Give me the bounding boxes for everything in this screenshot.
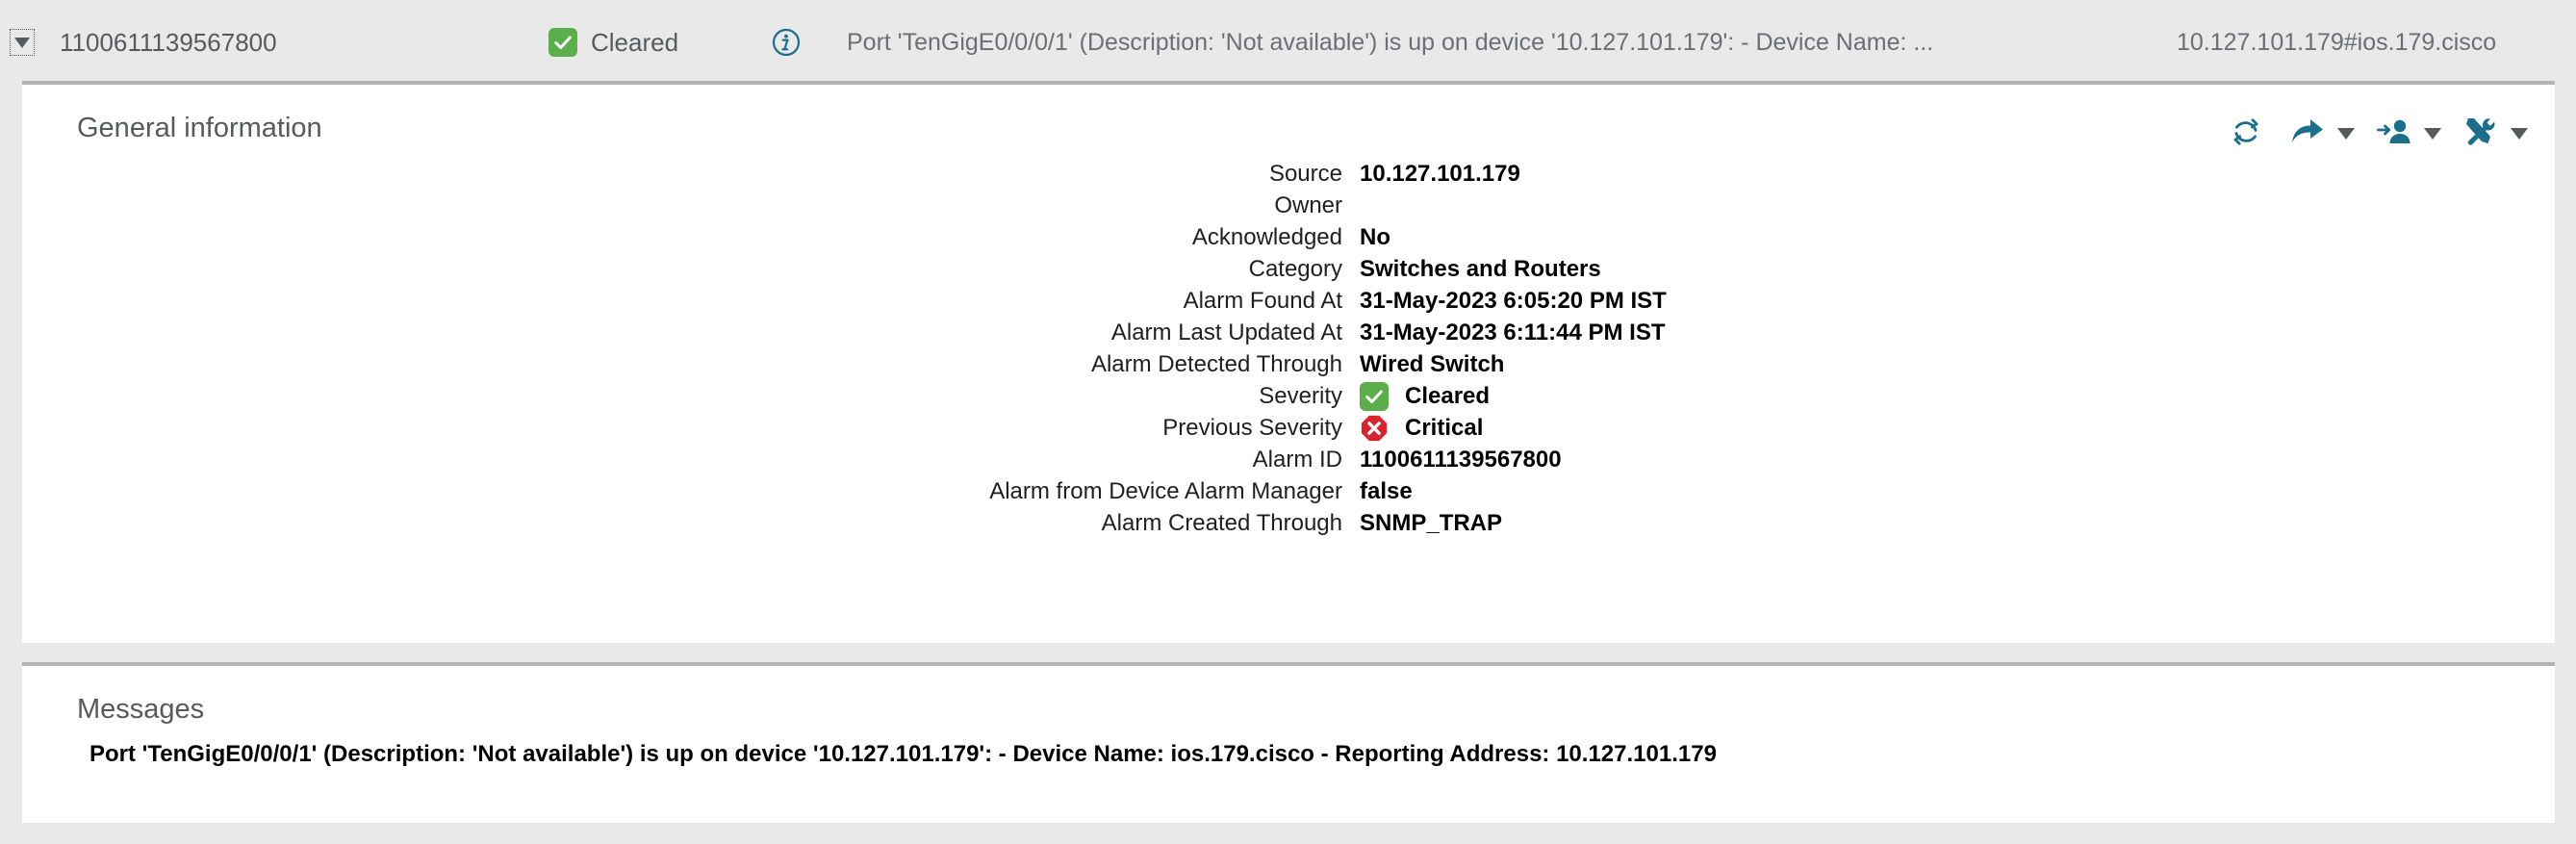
detail-value: Wired Switch [1360,351,1504,378]
assign-user-action[interactable] [2355,112,2441,152]
detail-value-text: 10.127.101.179 [1360,160,1520,187]
info-cell[interactable] [770,26,803,59]
detail-value: Critical [1360,414,1483,443]
check-square-icon [1360,381,1389,411]
detail-value-text: SNMP_TRAP [1360,509,1503,536]
detail-row: Severity Cleared [22,380,2555,412]
messages-title: Messages [77,694,205,725]
x-octagon-icon [1360,414,1389,443]
detail-value-text: Wired Switch [1360,350,1505,377]
detail-row: Alarm Created Through SNMP_TRAP [22,507,2555,539]
alarm-id-cell: 1100611139567800 [60,27,277,57]
detail-label: Source [1268,160,1342,187]
chevron-down-icon[interactable] [2337,127,2355,140]
detail-label: Alarm Detected Through [1090,350,1342,377]
detail-value: No [1360,224,1390,251]
chevron-down-icon[interactable] [2424,127,2441,140]
detail-label: Alarm Created Through [1101,509,1342,536]
collapse-row-button[interactable] [10,29,35,56]
detail-label: Category [1248,255,1342,282]
detail-value: 1100611139567800 [1360,447,1562,473]
detail-value: false [1360,478,1413,505]
detail-row: Alarm ID 1100611139567800 [22,444,2555,475]
panel-separator [0,643,2576,662]
detail-value: 31-May-2023 6:11:44 PM IST [1360,320,1666,346]
detail-row: Alarm Found At 31-May-2023 6:05:20 PM IST [22,285,2555,317]
message-text: Port 'TenGigE0/0/0/1' (Description: 'Not… [89,741,1717,767]
messages-panel: Messages Port 'TenGigE0/0/0/1' (Descript… [22,662,2555,823]
detail-row: Category Switches and Routers [22,253,2555,285]
detail-value-text: 1100611139567800 [1360,446,1562,473]
detail-value-text: false [1360,477,1413,504]
detail-label: Alarm Last Updated At [1110,319,1342,345]
right-gutter [2555,85,2576,844]
alarm-summary-row[interactable]: 1100611139567800 Cleared Port 'TenGigE0/… [0,0,2576,85]
detail-value: SNMP_TRAP [1360,510,1502,537]
assign-user-icon[interactable] [2372,112,2416,152]
alarm-message-cell: Port 'TenGigE0/0/0/1' (Description: 'Not… [847,28,1934,56]
detail-value: Cleared [1360,381,1491,411]
triangle-down-icon [14,37,30,48]
detail-label: Alarm Found At [1183,287,1342,314]
detail-label: Alarm ID [1252,446,1342,473]
detail-value-text: Cleared [1405,382,1491,409]
detail-label: Alarm from Device Alarm Manager [989,477,1342,504]
refresh-action[interactable] [2206,112,2268,152]
detail-row: Source 10.127.101.179 [22,158,2555,190]
detail-label: Owner [1274,192,1342,218]
detail-row: Acknowledged No [22,221,2555,253]
panel-action-bar [2206,112,2528,152]
device-cell: 10.127.101.179#ios.179.cisco [2177,28,2497,56]
detail-label: Severity [1259,382,1342,409]
severity-cell: Cleared [548,28,678,58]
detail-value-text: Switches and Routers [1360,255,1601,282]
detail-row: Alarm from Device Alarm Manager false [22,475,2555,507]
detail-label: Acknowledged [1191,223,1342,250]
detail-value: Switches and Routers [1360,256,1601,283]
chevron-down-icon[interactable] [2511,127,2528,140]
detail-row: Alarm Last Updated At 31-May-2023 6:11:44… [22,317,2555,348]
detail-row: Previous Severity Critical [22,412,2555,444]
forward-action[interactable] [2268,112,2355,152]
detail-value-text: 31-May-2023 6:05:20 PM IST [1360,287,1667,314]
left-gutter [0,85,22,844]
detail-value-text: Critical [1405,414,1484,441]
tools-wrench-screwdriver-icon[interactable] [2459,112,2503,152]
bottom-gutter [0,823,2576,844]
detail-row: Owner [22,190,2555,221]
check-square-icon [548,28,577,57]
detail-value-text: 31-May-2023 6:11:44 PM IST [1360,319,1666,345]
expander-cell [0,29,38,56]
forward-arrow-icon[interactable] [2285,112,2330,152]
general-information-panel: General information [22,81,2555,643]
detail-row: Alarm Detected Through Wired Switch [22,348,2555,380]
severity-label: Cleared [591,27,679,57]
detail-label: Previous Severity [1162,414,1342,441]
detail-value: 10.127.101.179 [1360,161,1520,188]
general-information-title: General information [77,113,322,143]
sync-refresh-icon[interactable] [2224,112,2268,152]
detail-value: 31-May-2023 6:05:20 PM IST [1360,288,1667,315]
troubleshoot-action[interactable] [2441,112,2528,152]
info-circle-icon[interactable] [770,26,803,59]
detail-value-text: No [1360,223,1390,250]
